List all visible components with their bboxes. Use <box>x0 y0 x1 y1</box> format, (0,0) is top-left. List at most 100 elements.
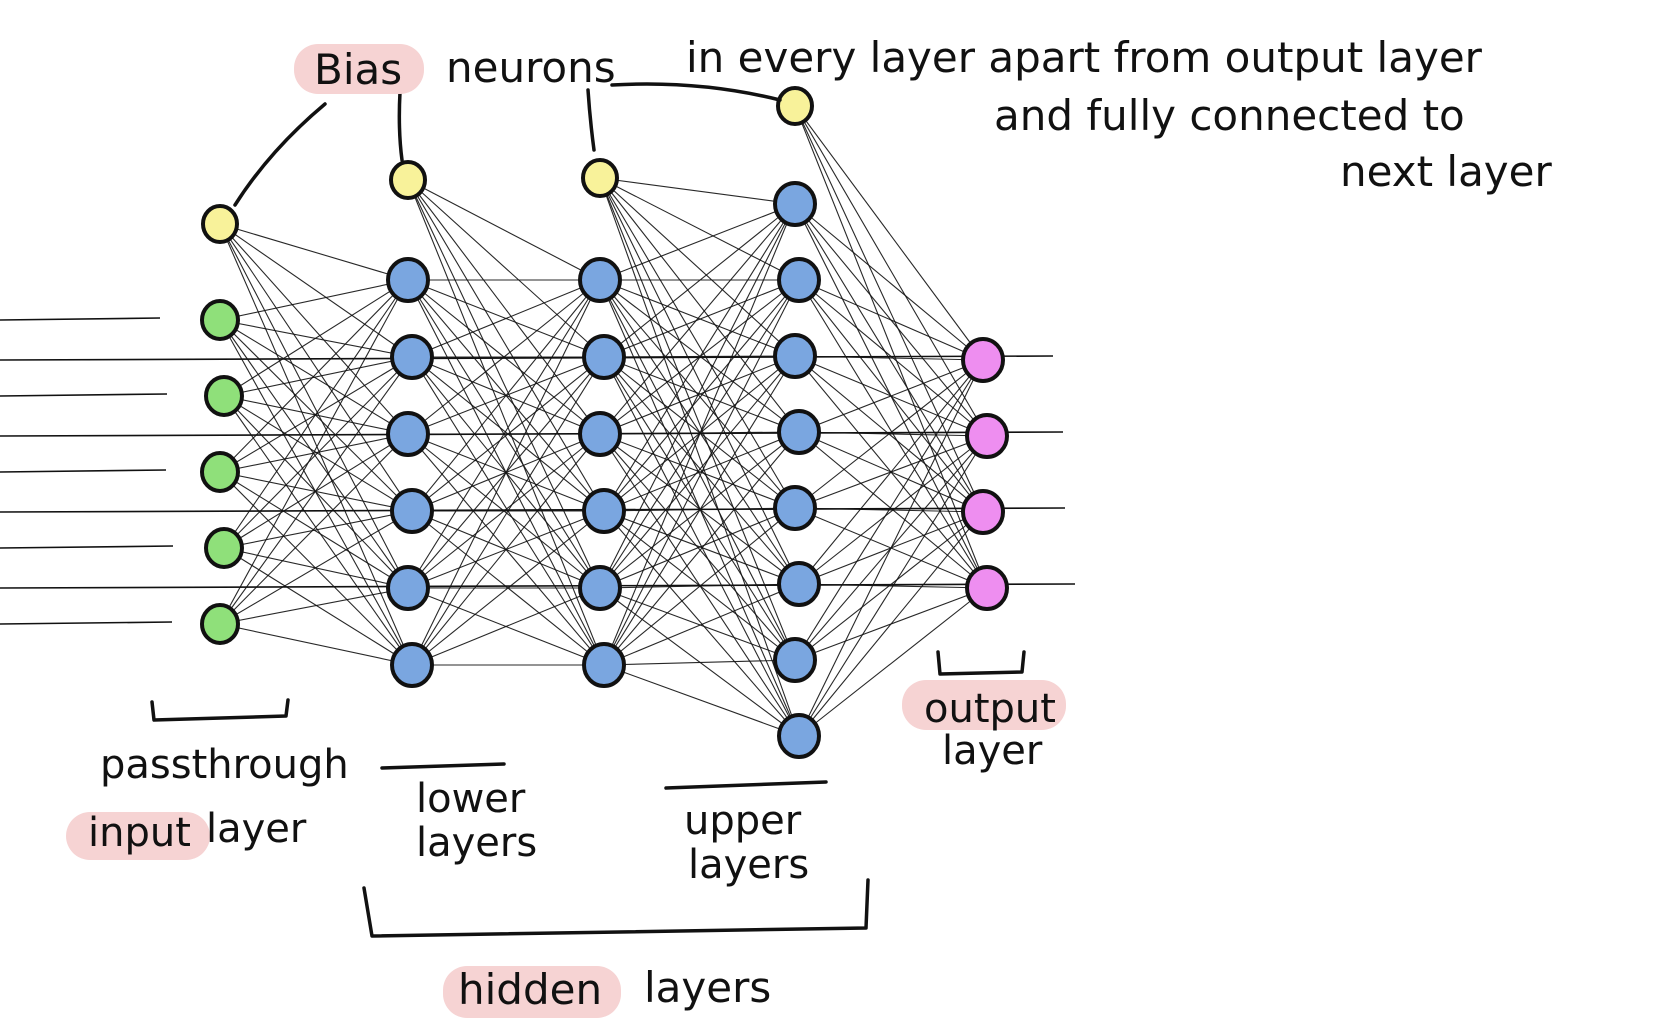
bias-highlight <box>294 44 424 94</box>
connection-0-4-5 <box>223 547 413 666</box>
connection-2-1-4 <box>599 279 796 509</box>
hidden-neuron <box>578 565 622 611</box>
output-line <box>0 355 1054 361</box>
bias-pointer-lower-1 <box>397 90 404 162</box>
output-neuron <box>965 565 1009 611</box>
connection-1-6-1 <box>411 356 605 666</box>
input-neuron <box>200 451 240 493</box>
connection-2-0-6 <box>599 177 796 661</box>
connection-1-0-4 <box>407 179 601 589</box>
connection-2-4-7 <box>603 510 800 737</box>
connection-2-6-1 <box>603 279 800 666</box>
connection-0-0-0 <box>219 223 409 281</box>
connection-0-4-1 <box>223 356 413 549</box>
connection-0-5-0 <box>219 279 409 625</box>
input-label-line-1: passthrough <box>100 742 349 788</box>
bias-rest: neurons <box>446 43 616 92</box>
connection-2-3-0 <box>599 203 796 435</box>
connection-2-0-3 <box>599 177 800 433</box>
connection-0-2-3 <box>223 395 413 512</box>
connection-3-8-0 <box>798 359 984 737</box>
hidden-neuron <box>777 409 821 455</box>
connection-0-1-4 <box>219 319 409 589</box>
connection-1-0-5 <box>407 179 605 666</box>
input-neuron <box>200 603 240 645</box>
connection-2-6-0 <box>603 203 796 666</box>
connection-3-5-0 <box>794 359 984 509</box>
connection-3-8-3 <box>798 587 988 737</box>
bias-pointer-input <box>233 102 327 207</box>
bias-desc-line-2: and fully connected to <box>994 91 1465 140</box>
output-highlight <box>902 680 1066 730</box>
input-neuron <box>200 299 240 341</box>
hidden-neuron <box>773 637 817 683</box>
hidden-highlight <box>443 966 621 1018</box>
input-neuron <box>204 527 244 569</box>
connection-2-4-1 <box>603 279 800 512</box>
hidden-neuron <box>582 642 626 688</box>
hidden-neuron <box>578 257 622 303</box>
connection-1-0-1 <box>407 179 605 358</box>
connection-3-8-1 <box>798 435 988 737</box>
bias-neuron <box>389 160 427 200</box>
connection-1-6-3 <box>411 510 605 666</box>
connection-0-5-5 <box>219 623 413 666</box>
connection-1-0-0 <box>407 179 601 281</box>
hidden-neuron <box>777 257 821 303</box>
output-line <box>0 507 1066 513</box>
connection-0-5-2 <box>219 433 409 625</box>
output-bracket <box>936 650 1026 676</box>
input-line <box>0 545 174 549</box>
connection-3-4-0 <box>798 359 984 433</box>
neurons <box>200 86 1009 759</box>
connection-3-6-0 <box>798 359 984 585</box>
connection-3-7-2 <box>794 511 984 661</box>
output-neuron <box>961 337 1005 383</box>
connection-0-2-1 <box>223 356 413 397</box>
hidden-neuron <box>386 257 430 303</box>
connection-0-5-4 <box>219 587 409 625</box>
connection-2-6-7 <box>603 664 800 737</box>
connection-2-2-1 <box>603 279 800 358</box>
connection-0-1-0 <box>219 279 409 321</box>
bias-pointers <box>233 82 782 207</box>
hidden-neuron <box>582 488 626 534</box>
output-neuron <box>965 413 1009 459</box>
connection-3-2-0 <box>798 279 984 361</box>
connection-2-0-7 <box>599 177 800 737</box>
connection-3-6-1 <box>798 435 988 585</box>
connection-0-4-3 <box>223 510 413 549</box>
connection-2-4-5 <box>603 510 800 585</box>
hidden-neuron <box>773 181 817 227</box>
input-highlight-word: input <box>88 810 191 856</box>
input-output-lines <box>0 317 1076 625</box>
connection-2-0-2 <box>599 177 796 357</box>
connection-2-6-2 <box>603 355 796 666</box>
connection-1-6-0 <box>411 279 601 666</box>
connection-0-3-0 <box>219 279 409 473</box>
connection-1-2-0 <box>411 279 601 358</box>
output-line <box>0 431 1064 437</box>
connection-2-0-1 <box>599 177 800 281</box>
hidden-bracket <box>362 878 870 938</box>
input-neuron <box>204 375 244 417</box>
connection-1-0-3 <box>407 179 605 512</box>
connection-3-0-2 <box>794 105 984 513</box>
hidden-highlight-word: hidden <box>458 965 602 1014</box>
bias-neuron <box>776 86 814 126</box>
input-line <box>0 621 173 625</box>
connection-1-5-2 <box>407 433 601 589</box>
connection-0-5-1 <box>219 356 413 625</box>
connection-2-1-0 <box>599 203 796 281</box>
output-highlight-word: output <box>924 686 1056 732</box>
connection-0-4-0 <box>223 279 409 549</box>
upper-layers-line <box>664 780 828 790</box>
bias-pointer-lower-2 <box>586 88 596 152</box>
lower-label-line-2: layers <box>416 820 537 866</box>
output-line <box>0 583 1076 589</box>
connection-3-0-0 <box>794 105 984 361</box>
hidden-neuron <box>773 485 817 531</box>
input-bracket <box>150 698 290 722</box>
connection-2-6-6 <box>603 659 796 666</box>
hidden-neuron <box>777 561 821 607</box>
